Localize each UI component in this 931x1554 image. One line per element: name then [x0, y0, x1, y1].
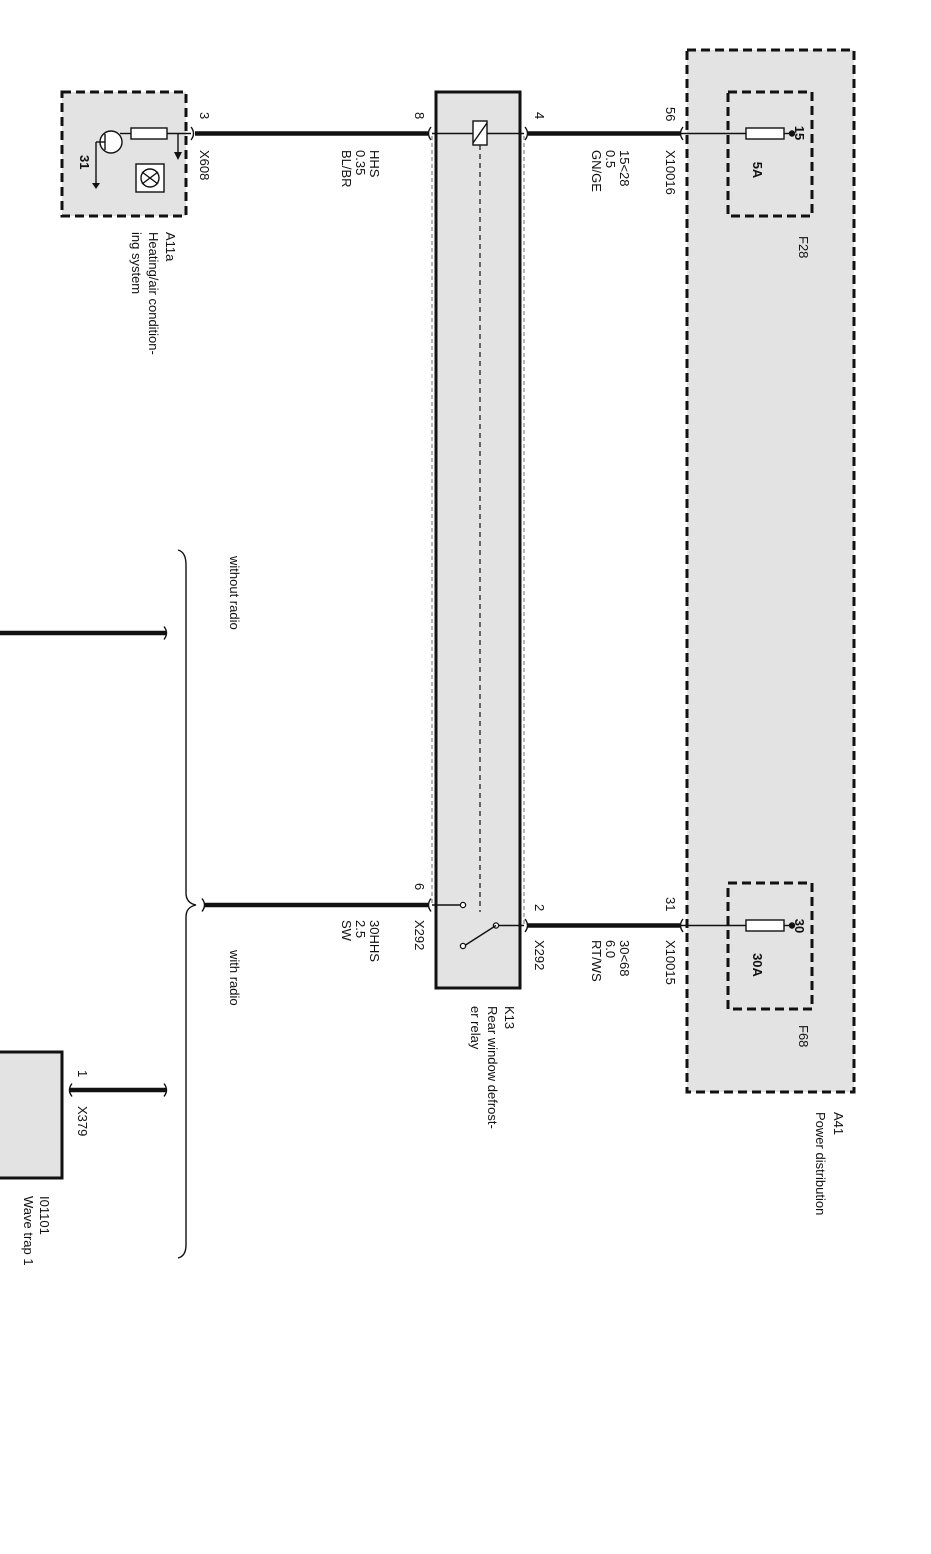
k13-pin-8: 8 [412, 112, 427, 119]
a11a-pin-3: 3 [197, 112, 212, 119]
a41-name-label: Power distribution [813, 1112, 828, 1215]
f28-terminal-dot [788, 130, 796, 137]
a11a-ground-pin: 31 [77, 155, 92, 169]
connector-x10016: X10016 [663, 150, 678, 195]
f28-pin-label: 15 [792, 126, 807, 140]
wire-15-28-size: 0.5 [603, 150, 618, 168]
connector-x379: X379 [75, 1106, 90, 1136]
f68-id-label: F68 [796, 1025, 811, 1047]
a11a-heating-ac-box [60, 90, 188, 218]
wire-hhs-color: BL/BR [339, 150, 354, 188]
a41-power-distribution-box [685, 48, 856, 1094]
wire-15-28-color: GN/GE [589, 150, 604, 192]
wire-15-28-circuit: 15<28 [617, 150, 632, 187]
a41-pin-31: 31 [663, 897, 678, 911]
f28-fuse-icon [745, 127, 785, 140]
f28-id-label: F28 [796, 236, 811, 258]
connector-x10015: X10015 [663, 940, 678, 985]
i01101-name-label: Wave trap 1 [21, 1196, 36, 1266]
wire-30-68-color: RT/WS [589, 940, 604, 982]
a11a-name-line1: Heating/air condition- [146, 232, 161, 355]
connector-x608: X608 [197, 150, 212, 180]
wire-30-68-circuit: 30<68 [617, 940, 632, 977]
i01101-wave-trap-box [0, 1050, 64, 1180]
i01101-pin-1: 1 [75, 1070, 90, 1077]
k13-name-line1: Rear window defrost- [485, 1006, 500, 1129]
wire-30hhs-color: SW [339, 920, 354, 942]
wire-30hhs-size: 2.5 [353, 920, 368, 938]
option-without-radio: without radio [227, 555, 242, 630]
wire-hhs-circuit: HHS [367, 150, 382, 178]
f28-fuse-box [726, 90, 814, 218]
radio-option-brace [177, 549, 197, 1259]
a11a-id-label: A11a [163, 232, 178, 262]
option-with-radio: with radio [227, 949, 242, 1006]
k13-relay-box [434, 90, 522, 990]
f68-terminal-dot [788, 922, 796, 929]
connector-x292-right: X292 [532, 940, 547, 970]
wire-hhs-size: 0.35 [353, 150, 368, 175]
a11a-name-line2: ing system [129, 232, 144, 294]
k13-pin-2: 2 [532, 904, 547, 911]
f68-rating-label: 30A [750, 953, 765, 977]
k13-switch-arm [463, 924, 497, 947]
a41-id-label: A41 [831, 1112, 846, 1135]
k13-pin-4: 4 [532, 112, 547, 119]
wire-30-68-size: 6.0 [603, 940, 618, 958]
f68-pin-label: 30 [792, 919, 807, 933]
f68-fuse-icon [745, 919, 785, 932]
k13-name-line2: er relay [468, 1006, 483, 1050]
k13-pin-6: 6 [412, 883, 427, 890]
wire-30hhs-circuit: 30HHS [367, 920, 382, 962]
f28-rating-label: 5A [750, 162, 765, 179]
a41-pin-56: 56 [663, 107, 678, 121]
connector-x292-left: X292 [412, 920, 427, 950]
k13-id-label: K13 [502, 1006, 517, 1029]
i01101-id-label: I01101 [37, 1196, 52, 1235]
f68-fuse-box [726, 881, 814, 1011]
a11a-resistor-icon [130, 127, 168, 140]
